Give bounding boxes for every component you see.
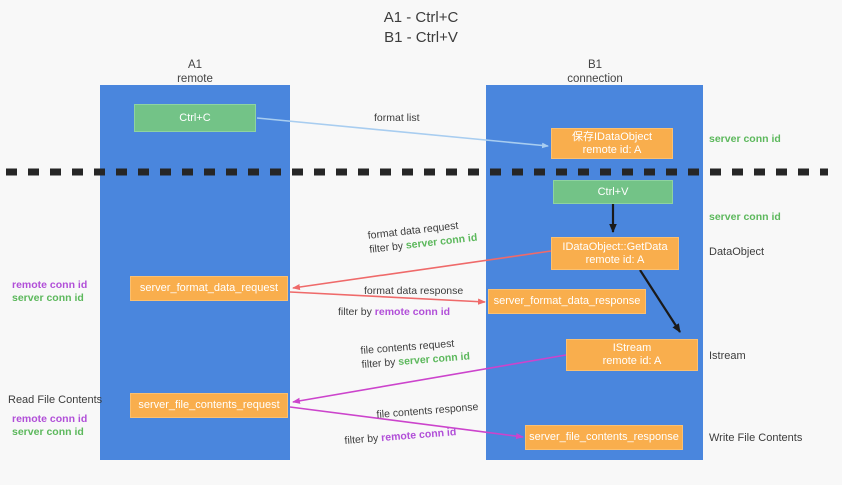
filter-key-remote-conn-id: remote conn id xyxy=(374,306,451,318)
edge-label-format-list-text: format list xyxy=(374,112,420,124)
filter-prefix: filter by xyxy=(344,432,382,447)
node-ctrl-c-label: Ctrl+C xyxy=(179,111,211,124)
node-ctrl-v-label: Ctrl+V xyxy=(597,185,629,198)
annotation-remote-conn-id-2: remote conn id xyxy=(12,413,88,425)
column-a1-sub: remote xyxy=(177,73,213,85)
column-header-a1: A1 remote xyxy=(120,58,270,86)
annotation-read-file-contents: Read File Contents xyxy=(8,394,103,406)
title-line-2: B1 - Ctrl+V xyxy=(384,29,458,46)
annotation-server-conn-id-2: server conn id xyxy=(12,426,84,438)
filter-prefix: filter by xyxy=(368,239,407,256)
node-server-format-data-request[interactable]: server_format_data_request xyxy=(130,276,288,301)
column-header-b1: B1 connection xyxy=(520,58,670,86)
column-b1-name: B1 xyxy=(587,59,603,71)
node-ctrl-c[interactable]: Ctrl+C xyxy=(134,104,256,132)
node-getdata-line2: remote id: A xyxy=(585,253,645,266)
filter-prefix: filter by xyxy=(338,306,375,318)
filter-key-remote-conn-id: remote conn id xyxy=(380,426,457,445)
node-save-idataobject-line2: remote id: A xyxy=(582,143,642,156)
node-getdata-line1: IDataObject::GetData xyxy=(562,240,668,253)
annotation-remote-conn-id-1: remote conn id xyxy=(12,279,88,291)
edge-label-format-data-response-filter: filter by remote conn id xyxy=(338,305,450,319)
node-istream-line2: remote id: A xyxy=(602,355,662,367)
filter-prefix: filter by xyxy=(361,356,399,371)
edge-label-format-data-request: format data request filter by server con… xyxy=(367,217,478,257)
edge-label-format-data-response-line1: format data response xyxy=(364,285,464,297)
node-server-format-data-response[interactable]: server_format_data_response xyxy=(488,289,646,314)
node-server-file-contents-request[interactable]: server_file_contents_request xyxy=(130,393,288,418)
node-save-idataobject[interactable]: 保存IDataObject remote id: A xyxy=(551,128,673,159)
edge-label-file-contents-response-line1: file contents response xyxy=(376,400,479,421)
page-title: A1 - Ctrl+C B1 - Ctrl+V xyxy=(0,8,842,48)
annotation-istream: Istream xyxy=(709,350,746,362)
annotation-dataobject: DataObject xyxy=(709,246,765,258)
edge-label-file-contents-request: file contents request filter by server c… xyxy=(360,335,470,371)
annotation-write-file-contents: Write File Contents xyxy=(709,432,803,444)
node-server-file-contents-response-label: server_file_contents_response xyxy=(529,431,679,443)
column-a1-name: A1 xyxy=(187,59,203,71)
annotation-server-conn-id-top: server conn id xyxy=(709,133,781,145)
edge-label-format-data-response: format data response xyxy=(364,284,463,298)
column-b1-sub: connection xyxy=(567,73,623,85)
annotation-server-conn-id-1: server conn id xyxy=(12,292,84,304)
edge-label-file-contents-response-filter: filter by remote conn id xyxy=(344,425,457,448)
node-server-format-data-request-label: server_format_data_request xyxy=(139,282,279,294)
node-istream-line1: IStream xyxy=(612,342,652,354)
node-server-file-contents-response[interactable]: server_file_contents_response xyxy=(525,425,683,450)
edge-label-file-contents-response: file contents response xyxy=(376,400,479,422)
node-istream[interactable]: IStream remote id: A xyxy=(566,339,698,371)
node-save-idataobject-line1: 保存IDataObject xyxy=(571,130,653,143)
node-server-file-contents-request-label: server_file_contents_request xyxy=(138,399,280,411)
node-ctrl-v[interactable]: Ctrl+V xyxy=(553,180,673,204)
node-server-format-data-response-label: server_format_data_response xyxy=(493,295,641,307)
title-line-1: A1 - Ctrl+C xyxy=(383,9,459,26)
node-idataobject-getdata[interactable]: IDataObject::GetData remote id: A xyxy=(551,237,679,270)
annotation-server-conn-id-mid: server conn id xyxy=(709,211,781,223)
edge-label-format-list: format list xyxy=(374,111,420,125)
